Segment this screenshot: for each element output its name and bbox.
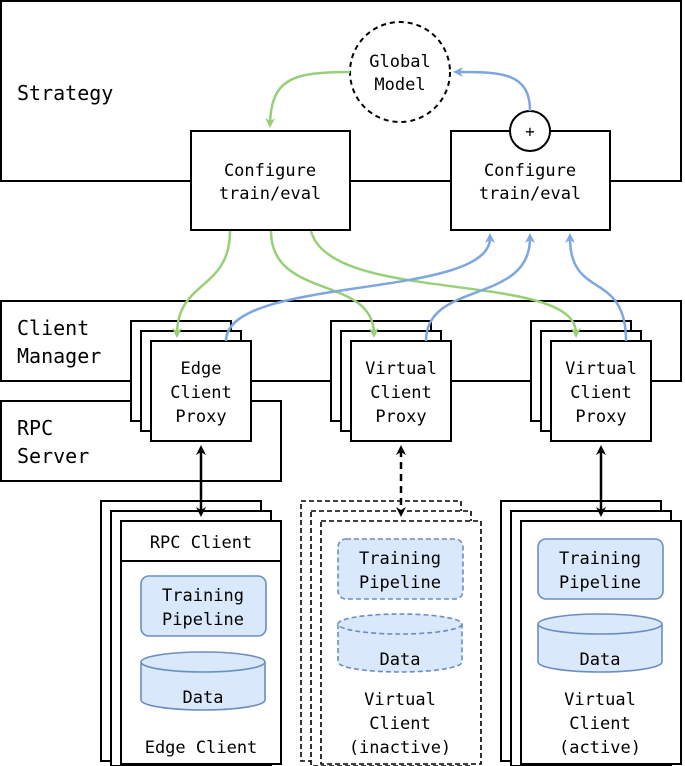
rpc-client-label: RPC Client	[150, 533, 252, 553]
proxy-virtual1-line3: Proxy	[375, 407, 426, 427]
inactive-data-label: Data	[380, 650, 421, 670]
edge-training-line1: Training	[162, 586, 244, 606]
strategy-label: Strategy	[17, 81, 113, 105]
configure-left-line2: train/eval	[219, 184, 321, 204]
inactive-client-line2: Client	[369, 714, 430, 734]
proxy-stack-virtual-inactive: Virtual Client Proxy	[330, 320, 452, 442]
active-client-line1: Virtual	[564, 690, 636, 710]
rpc-server-label-line1: RPC	[17, 416, 53, 440]
virtual-client-active-stack: Training Pipeline Data Virtual Client (a…	[500, 500, 682, 766]
inactive-training-line2: Pipeline	[359, 573, 441, 593]
proxy-stack-edge: Edge Client Proxy	[130, 320, 252, 442]
configure-right-line1: Configure	[484, 161, 576, 181]
aggregate-node: +	[509, 110, 551, 152]
active-client-line2: Client	[569, 714, 630, 734]
arrow-edge-proxy-to-configure	[224, 233, 495, 342]
edge-training-line2: Pipeline	[162, 610, 244, 630]
arrow-global-to-configure	[265, 70, 351, 128]
proxy-virtual1-line1: Virtual	[365, 359, 437, 379]
proxy-virtual2-line1: Virtual	[565, 359, 637, 379]
active-data-label: Data	[580, 650, 621, 670]
global-model-line1: Global	[369, 52, 430, 72]
proxy-stack-virtual-active: Virtual Client Proxy	[530, 320, 652, 442]
proxy-virtual2-line3: Proxy	[575, 407, 626, 427]
global-model-line2: Model	[374, 75, 425, 95]
inactive-client-line3: (inactive)	[349, 738, 451, 758]
inactive-training-line1: Training	[359, 549, 441, 569]
inactive-client-line1: Virtual	[364, 690, 436, 710]
proxy-virtual2-line2: Client	[570, 383, 631, 403]
active-training-line2: Pipeline	[559, 573, 641, 593]
edge-data-label: Data	[183, 688, 224, 708]
arrow-virtual2-proxy-to-configure	[565, 233, 628, 342]
proxy-edge-line1: Edge	[181, 359, 222, 379]
edge-data-cylinder	[140, 651, 266, 711]
arrow-configure-to-edge-proxy	[172, 230, 232, 338]
configure-right-line2: train/eval	[479, 184, 581, 204]
active-training-line1: Training	[559, 549, 641, 569]
proxy-edge-line3: Proxy	[175, 407, 226, 427]
arrow-virtual1-proxy-to-configure	[424, 233, 535, 342]
client-manager-label-line1: Client	[17, 316, 89, 340]
inactive-training-pipeline	[337, 538, 464, 600]
proxy-virtual1-line2: Client	[370, 383, 431, 403]
global-model-node: Global Model	[349, 21, 451, 123]
inactive-data-cylinder	[337, 613, 463, 673]
edge-client-stack: RPC Client Training Pipeline Data Edge C…	[100, 500, 282, 766]
proxy-edge-line2: Client	[170, 383, 231, 403]
client-manager-label-line2: Manager	[17, 344, 101, 368]
arrow-configure-to-virtual2-proxy	[309, 230, 581, 338]
aggregate-symbol: +	[525, 122, 535, 141]
virtual-client-inactive-stack: Training Pipeline Data Virtual Client (i…	[300, 500, 482, 766]
edge-training-pipeline	[140, 575, 267, 637]
rpc-server-label-line2: Server	[17, 444, 89, 468]
active-data-cylinder	[537, 613, 663, 673]
configure-box-left: Configure train/eval	[190, 130, 351, 231]
edge-client-label: Edge Client	[145, 738, 258, 758]
arrow-aggregate-to-global	[453, 67, 532, 112]
active-training-pipeline	[537, 538, 664, 600]
configure-left-line1: Configure	[224, 161, 316, 181]
active-client-line3: (active)	[559, 738, 641, 758]
arrow-configure-to-virtual1-proxy	[269, 230, 379, 338]
